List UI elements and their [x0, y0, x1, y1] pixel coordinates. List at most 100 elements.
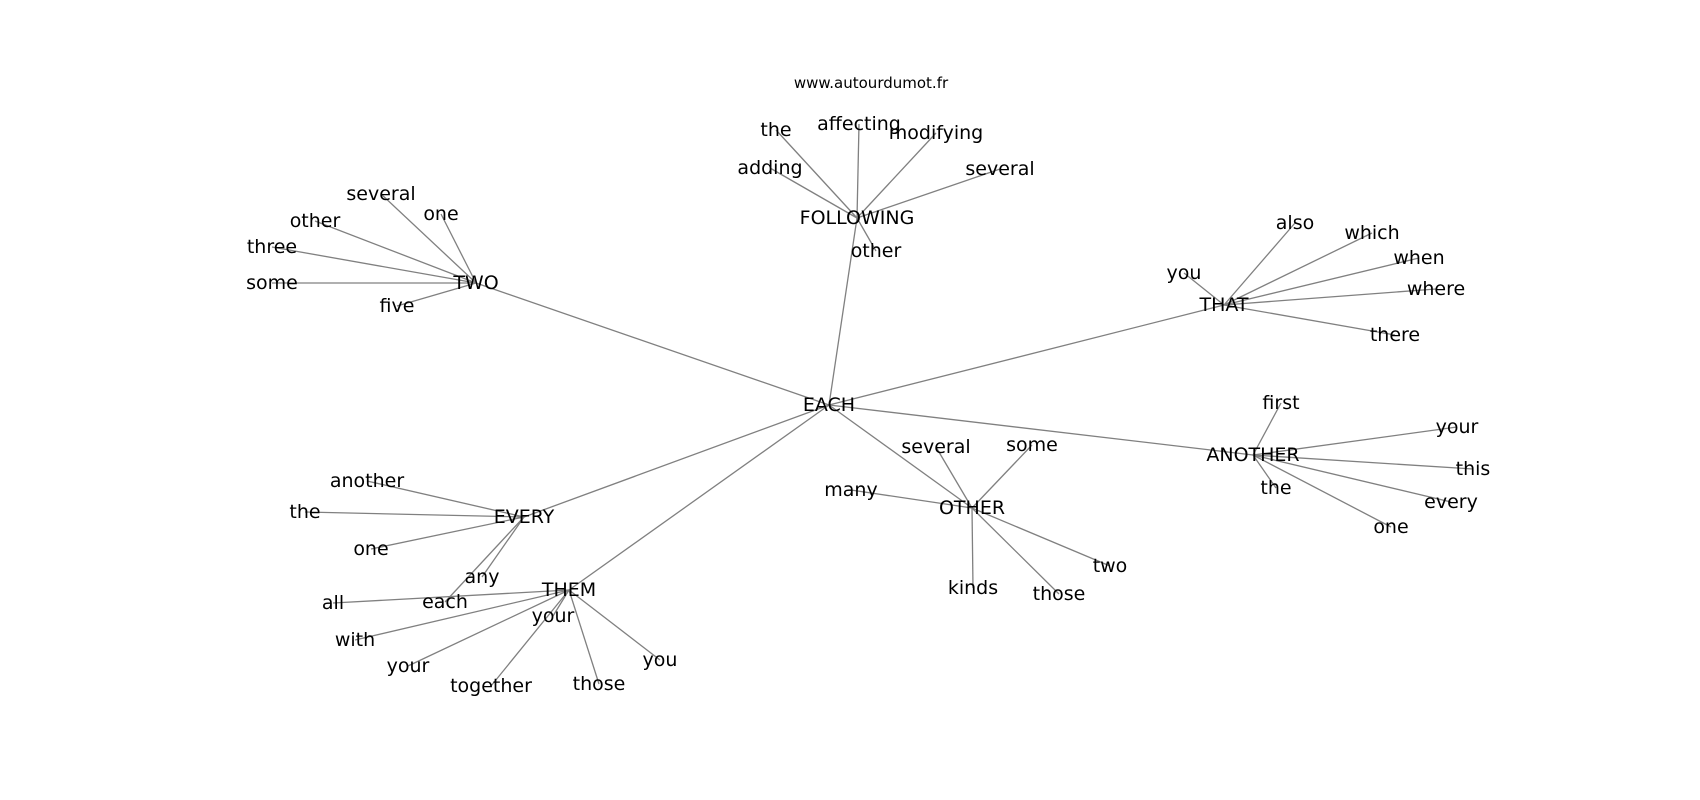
- leaf-node-that-2[interactable]: you: [1167, 262, 1202, 284]
- leaf-node-them-5[interactable]: those: [573, 673, 626, 695]
- edge-that-leaf-4: [1223, 288, 1437, 306]
- leaf-node-that-5[interactable]: there: [1370, 324, 1420, 346]
- edge-them-leaf-6: [568, 589, 661, 661]
- leaf-node-following-4[interactable]: several: [965, 158, 1034, 180]
- leaf-node-following-0[interactable]: the: [760, 119, 791, 141]
- hub-node-them[interactable]: THEM: [541, 579, 596, 601]
- edge-other-leaf-3: [971, 507, 1111, 567]
- edge-them-leaf-0: [332, 589, 570, 604]
- hub-node-two[interactable]: TWO: [452, 272, 498, 294]
- edge-two-leaf-3: [271, 246, 477, 284]
- source-website-label[interactable]: www.autourdumot.fr: [794, 74, 949, 92]
- edge-every-leaf-0: [366, 480, 525, 518]
- hub-node-that[interactable]: THAT: [1198, 294, 1248, 316]
- edge-other-leaf-2: [850, 489, 973, 509]
- leaf-node-that-0[interactable]: also: [1276, 212, 1314, 234]
- center-node[interactable]: EACH: [803, 394, 855, 416]
- edge-them-leaf-1: [552, 589, 570, 617]
- hub-node-following[interactable]: FOLLOWING: [800, 207, 915, 229]
- leaf-node-other-2[interactable]: many: [824, 479, 877, 501]
- edge-that-leaf-1: [1223, 232, 1373, 306]
- edge-following-leaf-4: [856, 168, 1001, 219]
- leaf-node-every-2[interactable]: one: [353, 538, 388, 560]
- edge-another-leaf-5: [1252, 454, 1392, 528]
- edge-center-two: [475, 282, 830, 406]
- edge-every-leaf-3: [481, 516, 525, 578]
- leaf-node-them-2[interactable]: with: [335, 629, 375, 651]
- leaf-node-that-4[interactable]: where: [1407, 278, 1465, 300]
- edge-another-leaf-4: [1252, 454, 1452, 503]
- leaf-node-every-4[interactable]: each: [422, 591, 468, 613]
- leaf-node-two-1[interactable]: one: [423, 203, 458, 225]
- edge-that-leaf-2: [1183, 272, 1225, 306]
- leaf-node-following-2[interactable]: modifying: [889, 122, 983, 144]
- leaf-node-another-0[interactable]: first: [1262, 392, 1299, 414]
- edge-every-leaf-1: [304, 511, 525, 518]
- edge-two-leaf-1: [440, 213, 477, 284]
- edge-other-leaf-1: [971, 444, 1033, 509]
- edge-another-leaf-0: [1252, 402, 1282, 456]
- leaf-node-them-6[interactable]: you: [643, 649, 678, 671]
- leaf-node-following-5[interactable]: other: [851, 240, 902, 262]
- edge-center-following: [828, 217, 858, 406]
- leaf-node-other-5[interactable]: those: [1033, 583, 1086, 605]
- edge-another-leaf-1: [1252, 426, 1458, 456]
- leaf-node-that-3[interactable]: when: [1393, 247, 1444, 269]
- leaf-node-another-5[interactable]: one: [1373, 516, 1408, 538]
- leaf-node-them-3[interactable]: your: [387, 655, 430, 677]
- graph-labels: www.autourdumot.fr EACH TWO several one othe…: [246, 74, 1490, 697]
- edge-that-leaf-3: [1223, 257, 1420, 306]
- hub-node-other[interactable]: OTHER: [939, 497, 1005, 519]
- leaf-node-other-4[interactable]: kinds: [948, 577, 998, 599]
- hub-node-another[interactable]: ANOTHER: [1206, 444, 1299, 466]
- edge-center-that: [828, 304, 1225, 406]
- leaf-node-another-4[interactable]: every: [1424, 491, 1478, 513]
- leaf-node-another-1[interactable]: your: [1436, 416, 1479, 438]
- edge-following-leaf-2: [856, 132, 937, 219]
- edge-another-leaf-3: [1252, 454, 1277, 489]
- edge-them-leaf-2: [354, 589, 570, 641]
- edge-center-another: [828, 404, 1254, 456]
- edge-them-leaf-4: [490, 589, 570, 687]
- edge-two-leaf-2: [314, 220, 477, 284]
- leaf-node-another-2[interactable]: this: [1456, 458, 1491, 480]
- edge-that-leaf-5: [1223, 304, 1396, 336]
- leaf-node-two-4[interactable]: some: [246, 272, 298, 294]
- edge-them-leaf-3: [407, 589, 570, 667]
- leaf-node-every-3[interactable]: any: [465, 566, 500, 588]
- leaf-node-other-0[interactable]: several: [901, 436, 970, 458]
- leaf-node-other-3[interactable]: two: [1093, 555, 1128, 577]
- leaf-node-them-0[interactable]: all: [322, 592, 344, 614]
- leaf-node-them-4[interactable]: together: [450, 675, 532, 697]
- leaf-node-two-0[interactable]: several: [346, 183, 415, 205]
- leaf-node-two-3[interactable]: three: [247, 236, 297, 258]
- leaf-node-every-0[interactable]: another: [330, 470, 404, 492]
- edge-two-leaf-5: [396, 282, 477, 307]
- edge-center-every: [523, 404, 830, 518]
- edge-center-other: [828, 404, 973, 509]
- edge-other-leaf-5: [971, 507, 1060, 595]
- edge-other-leaf-4: [971, 507, 974, 589]
- edge-that-leaf-0: [1223, 222, 1296, 306]
- edge-following-leaf-3: [769, 167, 858, 219]
- edge-following-leaf-5: [856, 217, 877, 252]
- leaf-node-them-1[interactable]: your: [532, 605, 575, 627]
- edge-following-leaf-0: [775, 129, 858, 219]
- edge-other-leaf-0: [935, 446, 973, 509]
- leaf-node-following-1[interactable]: affecting: [817, 113, 901, 135]
- leaf-node-another-3[interactable]: the: [1260, 477, 1291, 499]
- leaf-node-every-1[interactable]: the: [289, 501, 320, 523]
- edge-center-them: [568, 404, 830, 591]
- leaf-node-two-2[interactable]: other: [290, 210, 341, 232]
- edge-following-leaf-1: [856, 123, 860, 219]
- edge-another-leaf-2: [1252, 454, 1474, 470]
- leaf-node-two-5[interactable]: five: [380, 295, 415, 317]
- hub-node-every[interactable]: EVERY: [494, 506, 555, 528]
- edge-every-leaf-2: [370, 516, 525, 550]
- leaf-node-other-1[interactable]: some: [1006, 434, 1058, 456]
- leaf-node-that-1[interactable]: which: [1344, 222, 1399, 244]
- graph-edges: [271, 123, 1474, 687]
- leaf-node-following-3[interactable]: adding: [737, 157, 802, 179]
- edge-two-leaf-0: [380, 193, 477, 284]
